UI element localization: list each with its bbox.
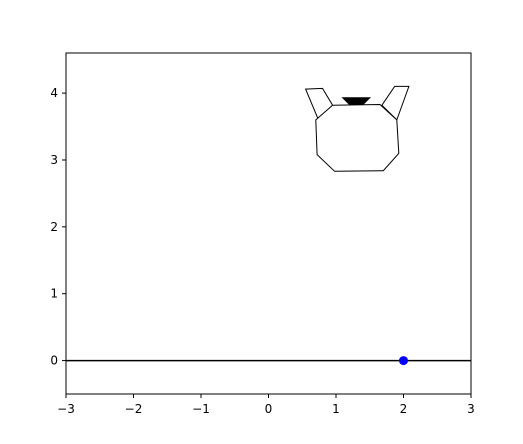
- plot-marks: [66, 85, 471, 366]
- y-axis-ticks: 0 1 2 3 4: [50, 86, 66, 368]
- target-point: [399, 356, 408, 366]
- x-tick-label: 2: [400, 402, 408, 416]
- x-tick-label: −3: [57, 402, 75, 416]
- lander-nozzle: [341, 97, 372, 105]
- x-tick-label: −1: [192, 402, 210, 416]
- plot-area-background: [66, 53, 471, 394]
- x-tick-label: −2: [125, 402, 143, 416]
- lander-body: [315, 103, 400, 172]
- y-tick-label: 0: [50, 354, 58, 368]
- x-tick-label: 0: [265, 402, 273, 416]
- y-tick-label: 4: [50, 86, 58, 100]
- x-tick-label: 1: [332, 402, 340, 416]
- x-tick-label: 3: [467, 402, 475, 416]
- y-tick-label: 3: [50, 153, 58, 167]
- y-tick-label: 2: [50, 220, 58, 234]
- x-axis-ticks: −3 −2 −1 0 1 2 3: [57, 394, 475, 416]
- y-tick-label: 1: [50, 287, 58, 301]
